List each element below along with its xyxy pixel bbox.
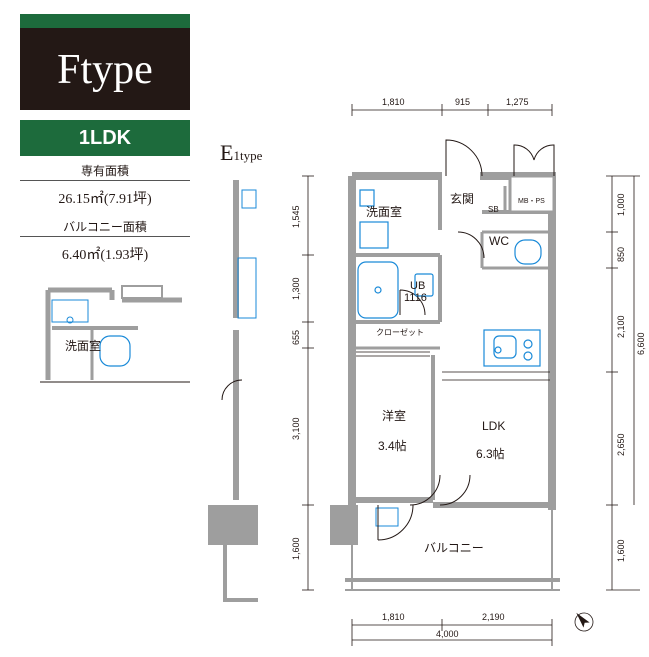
- neighbor-unit-strip: [208, 180, 258, 602]
- kitchen-counter: [483, 329, 541, 367]
- key-plan-basin: [99, 335, 131, 367]
- dim-top-3: 1,275: [506, 97, 529, 107]
- dim-left-3: 655: [291, 330, 301, 345]
- dim-bottom-2: 2,190: [482, 612, 505, 622]
- room-label-closet: クローゼット: [376, 327, 424, 337]
- dim-right-4: 2,650: [616, 433, 626, 456]
- compass-icon: [574, 612, 594, 632]
- room-label-ub: UB: [410, 280, 425, 292]
- closet-hatch: [356, 351, 550, 381]
- dim-left-5: 1,600: [291, 537, 301, 560]
- type-header-box: [20, 28, 190, 110]
- dim-left-2: 1,300: [291, 277, 301, 300]
- key-plan-fixture: [66, 316, 74, 324]
- room-size-western: 3.4帖: [378, 438, 407, 453]
- dim-right-1: 1,000: [616, 193, 626, 216]
- structural-column: [330, 505, 358, 545]
- plan-badge: 1LDK: [20, 120, 190, 156]
- wash-basin: [359, 221, 389, 249]
- room-label-mbps: MB・PS: [518, 198, 545, 205]
- room-label-ldk: LDK: [482, 419, 505, 433]
- divider: [20, 236, 190, 237]
- neighbor-structural-column: [208, 505, 258, 545]
- dim-bottom-total: 4,000: [436, 629, 459, 639]
- divider: [20, 180, 190, 181]
- mbps-box: [508, 174, 556, 214]
- dim-right-2: 850: [616, 247, 626, 262]
- dimension-lines: [302, 104, 640, 646]
- dim-right-5: 1,600: [616, 539, 626, 562]
- type-header: Ftype: [20, 14, 190, 110]
- unit-walls: [348, 172, 556, 510]
- kitchen-sink: [493, 335, 517, 359]
- balcony-area-value: 6.40㎡(1.93坪): [61, 248, 149, 263]
- bathtub: [357, 261, 399, 319]
- fixtures: [357, 189, 542, 367]
- key-plan-washroom-label: 洗面室: [65, 338, 101, 353]
- neighbor-unit-label: E1type: [220, 140, 262, 166]
- type-header-accent-bar: [20, 14, 190, 28]
- toilet: [514, 239, 542, 265]
- type-title: Ftype: [57, 47, 153, 93]
- room-size-ldk: 6.3帖: [476, 446, 505, 461]
- exclusive-area-value: 26.15㎡(7.91坪): [58, 192, 152, 207]
- dim-right-total: 6,600: [636, 332, 646, 355]
- neighbor-unit-suffix: type: [239, 148, 263, 163]
- neighbor-bath-fixture: [237, 257, 257, 319]
- room-label-western: 洋室: [382, 408, 406, 423]
- key-plan-counter: [51, 299, 89, 323]
- key-plan-window-box: [121, 285, 163, 299]
- dim-right-3: 2,100: [616, 315, 626, 338]
- room-label-balcony: バルコニー: [424, 541, 484, 555]
- room-label-wc: WC: [489, 234, 509, 248]
- exclusive-area-label: 専有面積: [80, 164, 129, 178]
- outdoor-unit: [375, 507, 399, 527]
- stove-burner: [523, 339, 533, 349]
- room-label-washroom: 洗面室: [366, 204, 402, 219]
- dim-left-1: 1,545: [291, 205, 301, 228]
- neighbor-unit-number: 1: [233, 148, 240, 163]
- dim-left-4: 3,100: [291, 417, 301, 440]
- room-label-ub-size: 1116: [404, 292, 427, 304]
- dim-bottom-1: 1,810: [382, 612, 405, 622]
- room-label-sb: SB: [488, 205, 499, 214]
- dim-top-2: 915: [455, 97, 470, 107]
- neighbor-unit-letter: E: [220, 140, 234, 165]
- ub-sink: [414, 273, 434, 297]
- balcony-outline: [345, 507, 560, 591]
- room-label-entrance: 玄関: [450, 191, 474, 206]
- dim-top-1: 1,810: [382, 97, 405, 107]
- balcony-area-label: バルコニー面積: [63, 220, 147, 234]
- key-plan-thumbnail: 洗面室: [40, 285, 190, 383]
- doors: [377, 139, 555, 541]
